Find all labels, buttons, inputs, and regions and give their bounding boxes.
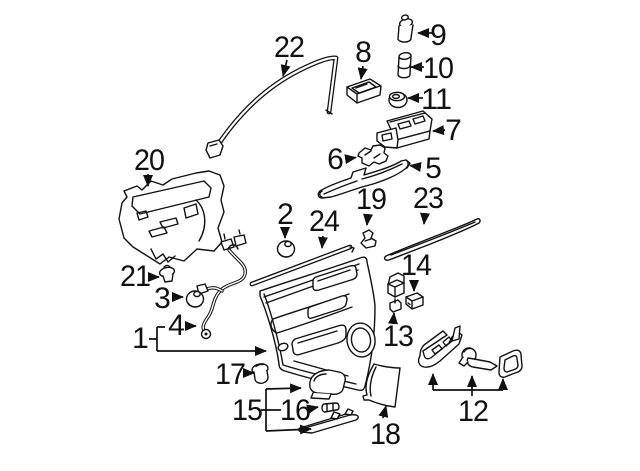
part-10-bulb xyxy=(397,52,412,79)
callout-14: 14 xyxy=(401,249,432,292)
callout-7-label: 7 xyxy=(445,114,461,147)
callout-1-bracket xyxy=(149,326,165,351)
callout-8-label: 8 xyxy=(355,36,371,69)
callout-22-arrow xyxy=(280,59,291,77)
callout-13-arrow xyxy=(388,312,398,325)
callout-15-arrow-top xyxy=(265,383,302,394)
callout-8-arrow xyxy=(357,65,368,80)
callout-18-arrow xyxy=(378,405,389,419)
callout-3: 3 xyxy=(154,282,184,315)
part-11-grommet-ring xyxy=(388,91,408,109)
callout-2-label: 2 xyxy=(277,198,293,231)
callout-15-label: 15 xyxy=(232,394,262,427)
callout-6-arrow xyxy=(344,154,357,165)
callout-3-label: 3 xyxy=(154,282,170,315)
callout-8: 8 xyxy=(355,36,372,80)
callout-13-label: 13 xyxy=(383,320,413,353)
callout-23-arrow xyxy=(420,212,430,225)
part-21-retainer-clip xyxy=(158,264,176,283)
callout-13: 13 xyxy=(383,312,414,353)
callout-15: 15 xyxy=(232,383,312,435)
part-3-grommet xyxy=(185,290,205,308)
part-12-switch-plate xyxy=(417,325,463,368)
callout-6: 6 xyxy=(327,143,357,176)
callout-12-bracket xyxy=(433,389,503,396)
callout-12: 12 xyxy=(428,373,508,428)
callout-9-label: 9 xyxy=(430,19,446,52)
callout-15-arrow-bottom xyxy=(265,424,312,435)
part-12-handle-bezel xyxy=(498,349,523,378)
part-6-lock-switch xyxy=(357,144,389,167)
callout-5-label: 5 xyxy=(425,152,441,185)
callout-12-label: 12 xyxy=(458,395,488,428)
callout-19-arrow xyxy=(363,213,373,226)
callout-14-label: 14 xyxy=(401,249,431,282)
part-20-water-deflector xyxy=(118,170,225,265)
callout-23: 23 xyxy=(413,182,444,225)
part-5-armrest-support xyxy=(317,159,411,199)
callout-16: 16 xyxy=(280,394,319,427)
callout-1: 1 xyxy=(132,322,267,356)
callout-21-label: 21 xyxy=(120,260,150,293)
callout-18-label: 18 xyxy=(370,418,400,451)
part-7-switch-mount-plate xyxy=(376,110,433,149)
callout-18: 18 xyxy=(370,405,401,451)
callout-23-label: 23 xyxy=(413,182,443,215)
part-23-molding-strip xyxy=(383,218,481,261)
part-15-courtesy-lamp-housing xyxy=(309,369,346,400)
callout-20: 20 xyxy=(134,144,165,187)
callout-24-label: 24 xyxy=(309,205,339,238)
callout-20-label: 20 xyxy=(134,144,164,177)
callout-16-label: 16 xyxy=(280,394,310,427)
callout-5-arrow xyxy=(409,162,422,172)
part-8-window-switch xyxy=(346,78,382,104)
part-18-lower-carpet-panel xyxy=(362,363,401,408)
part-14-switch-block xyxy=(405,292,424,310)
part-13-switch-connector xyxy=(387,272,405,313)
part-22-window-run-channel-seal xyxy=(205,55,339,159)
callout-6-label: 6 xyxy=(327,143,343,176)
callout-10-label: 10 xyxy=(423,52,453,85)
callout-21: 21 xyxy=(120,260,160,293)
callout-19: 19 xyxy=(356,183,387,226)
part-19-clip xyxy=(360,229,377,249)
part-1-door-trim-panel xyxy=(259,256,376,392)
callout-4-label: 4 xyxy=(168,309,184,342)
callout-2: 2 xyxy=(277,198,294,239)
part-12-inside-handle xyxy=(458,347,498,371)
callout-7-arrow xyxy=(432,125,446,136)
callout-19-label: 19 xyxy=(356,183,386,216)
callout-5: 5 xyxy=(409,152,442,185)
callout-4: 4 xyxy=(168,309,197,342)
part-16-bulb xyxy=(321,402,340,413)
callout-17-label: 17 xyxy=(215,358,245,391)
part-12-handle-group xyxy=(417,325,523,378)
callout-15-bracket xyxy=(261,389,281,431)
callout-1-label: 1 xyxy=(132,322,148,355)
callout-9: 9 xyxy=(417,19,447,52)
part-9-bulb-socket xyxy=(397,14,414,43)
callout-17: 17 xyxy=(215,358,255,391)
part-24-upper-trim-strip xyxy=(249,244,355,287)
callout-24-arrow xyxy=(317,235,328,249)
callout-11: 11 xyxy=(407,83,452,116)
callout-7: 7 xyxy=(432,114,462,147)
part-2-grommet xyxy=(276,240,296,258)
callout-22-label: 22 xyxy=(274,31,304,64)
callout-24: 24 xyxy=(309,205,340,249)
callout-10: 10 xyxy=(410,52,454,85)
callout-11-label: 11 xyxy=(421,83,451,116)
callout-22: 22 xyxy=(274,31,305,77)
callout-16-arrow xyxy=(306,404,319,415)
